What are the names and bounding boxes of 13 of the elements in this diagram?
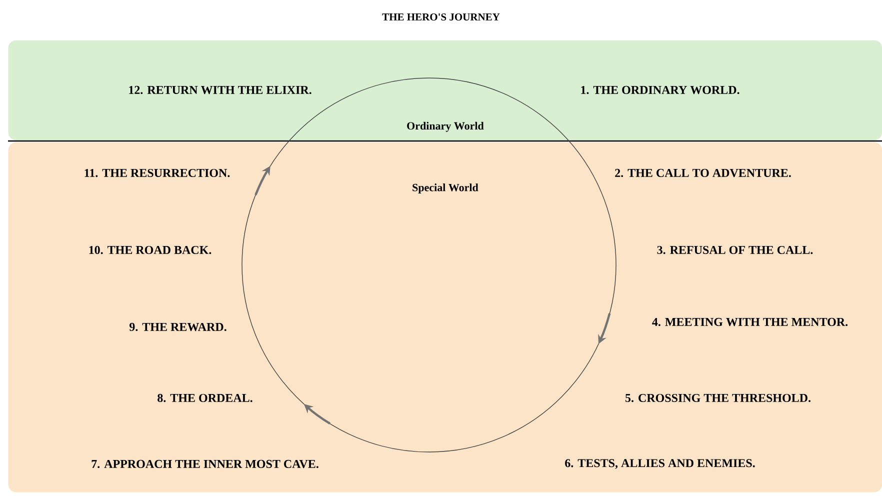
stage-label: 3. REFUSAL OF THE CALL. — [657, 246, 813, 254]
stage-label: 7. APPROACH THE INNER MOST CAVE. — [92, 460, 318, 468]
title: THE HERO'S JOURNEY — [382, 13, 500, 21]
stage-label: 12. RETURN WITH THE ELIXIR. — [129, 86, 312, 94]
stage-label: 9. THE REWARD. — [130, 322, 226, 332]
stage-label: 1. THE ORDINARY WORLD. — [581, 86, 740, 94]
stage-label: 10. THE ROAD BACK. — [89, 246, 212, 254]
stage-label: 2. THE CALL TO ADVENTURE. — [615, 168, 791, 178]
stage-label: 8. THE ORDEAL. — [158, 394, 252, 402]
stage-label: 11. THE RESURRECTION. — [84, 168, 230, 178]
stage-label: 4. MEETING WITH THE MENTOR. — [652, 318, 848, 326]
stage-label: 6. TESTS, ALLIES AND ENEMIES. — [565, 459, 755, 469]
stage-label: 5. CROSSING THE THRESHOLD. — [625, 394, 810, 402]
